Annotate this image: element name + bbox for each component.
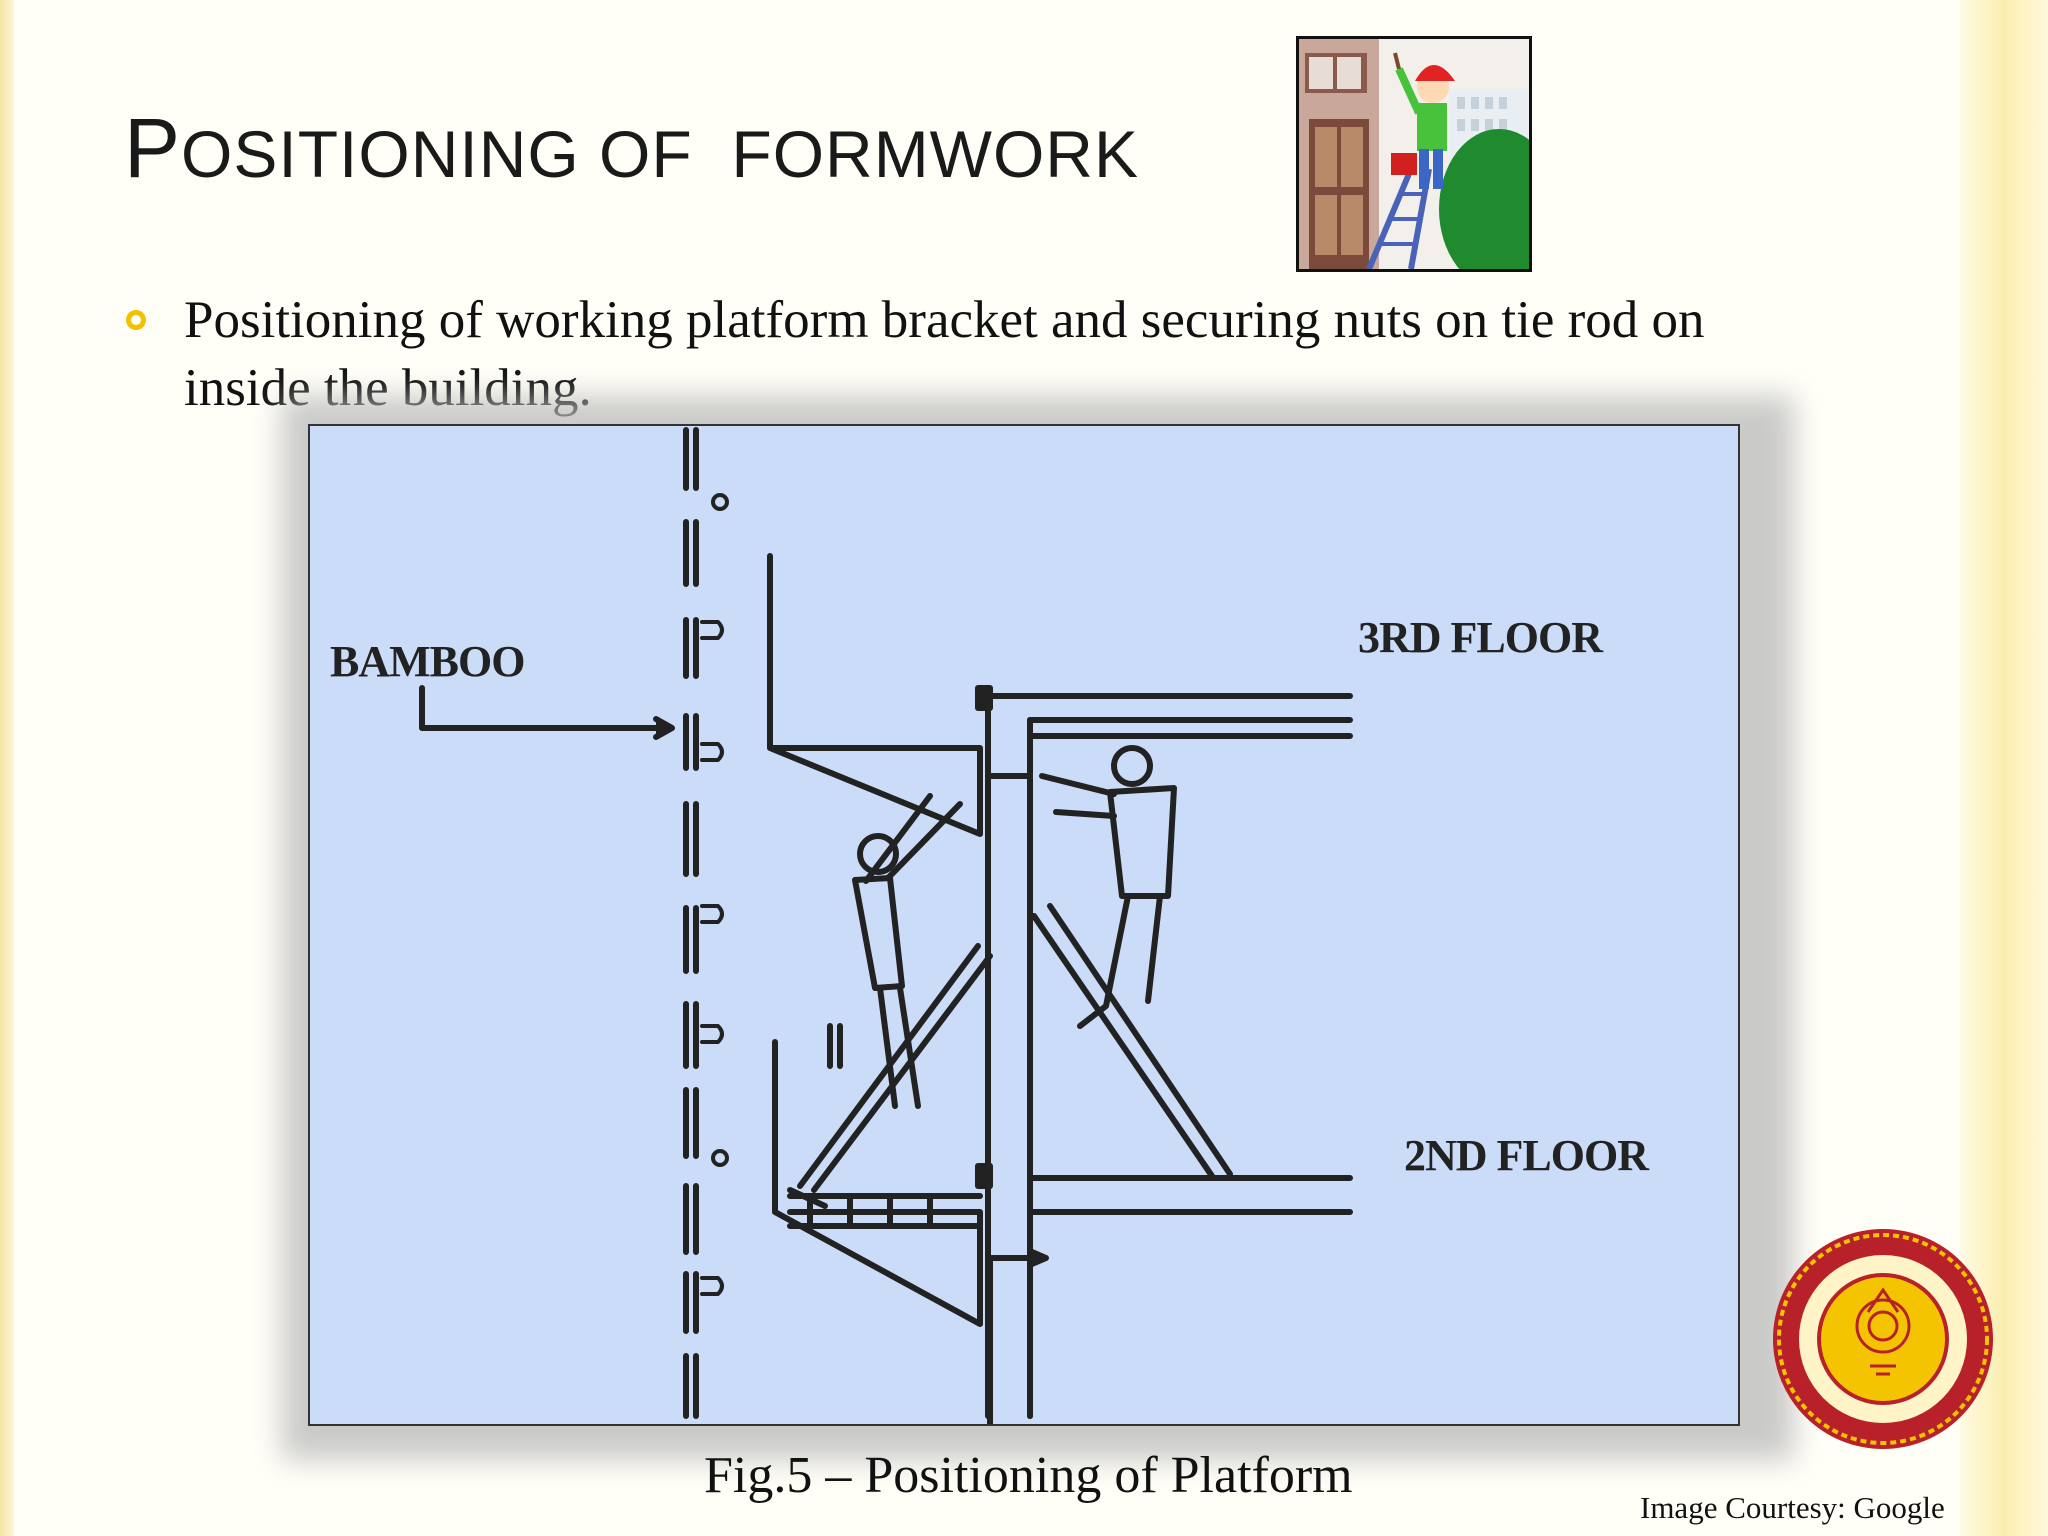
image-courtesy: Image Courtesy: Google	[1640, 1490, 1945, 1525]
platform-figure: BAMBOO 3RD FLOOR 2ND FLOOR	[308, 424, 1740, 1426]
figure-caption: Fig.5 – Positioning of Platform	[704, 1447, 1353, 1504]
scaffold-drawing	[419, 427, 1353, 1424]
label-3rd-floor: 3RD FLOOR	[1358, 613, 1603, 662]
slide-title: POSITIONING OF FORMWORK	[124, 100, 1139, 197]
slide-border-left	[0, 0, 14, 1536]
label-2nd-floor: 2ND FLOOR	[1404, 1131, 1649, 1180]
worker-on-ladder-icon	[1296, 36, 1532, 272]
bullet-marker	[126, 310, 146, 330]
label-bamboo: BAMBOO	[330, 637, 525, 686]
title-rest: OSITIONING OF FORMWORK	[181, 117, 1139, 191]
title-first-letter: P	[124, 101, 182, 195]
institute-emblem	[1770, 1226, 1996, 1452]
bamboo-pole	[683, 427, 699, 1419]
